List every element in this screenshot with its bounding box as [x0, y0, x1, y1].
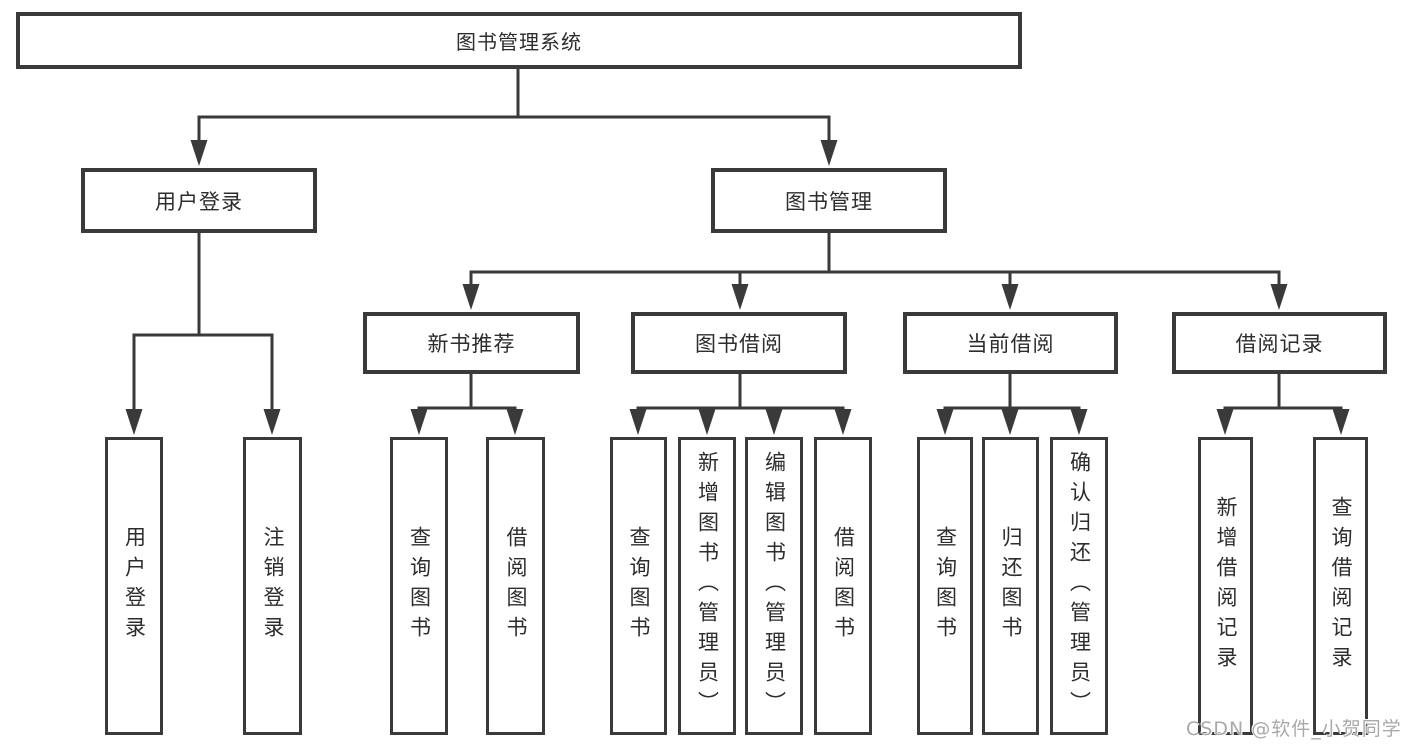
node-book-management-branch: 图书管理 — [711, 168, 947, 233]
leaf-label: 借阅图书 — [504, 526, 528, 646]
leaf-add-books-admin: 新增图书（管理员） — [678, 437, 736, 735]
leaf-edit-books-admin: 编辑图书（管理员） — [745, 437, 803, 735]
leaf-label: 用户登录 — [122, 526, 147, 646]
node-label: 图书借阅 — [695, 332, 783, 356]
leaf-query-borrow-record: 查询借阅记录 — [1313, 437, 1368, 735]
leaf-label: 新增借阅记录 — [1214, 496, 1238, 676]
leaf-add-borrow-record: 新增借阅记录 — [1198, 437, 1253, 735]
leaf-label: 注销登录 — [261, 526, 285, 646]
leaf-query-books-current: 查询图书 — [917, 437, 973, 735]
node-label: 图书管理系统 — [456, 30, 582, 54]
leaf-return-books: 归还图书 — [982, 437, 1039, 735]
leaf-borrow-books-recommend: 借阅图书 — [486, 437, 545, 735]
leaf-label: 新增图书（管理员） — [695, 451, 720, 721]
node-label: 借阅记录 — [1235, 332, 1324, 356]
leaf-borrow-books-borrowing: 借阅图书 — [814, 437, 872, 735]
node-label: 新书推荐 — [427, 332, 516, 356]
leaf-label: 查询借阅记录 — [1329, 496, 1353, 676]
node-label: 用户登录 — [155, 189, 243, 214]
leaf-label: 借阅图书 — [831, 526, 856, 646]
node-current-borrowing: 当前借阅 — [903, 312, 1118, 374]
leaf-label: 查询图书 — [407, 526, 432, 646]
leaf-query-books-recommend: 查询图书 — [390, 437, 448, 735]
node-book-borrowing: 图书借阅 — [631, 312, 847, 374]
csdn-watermark: CSDN @软件_小贺同学 — [1186, 718, 1402, 740]
leaf-confirm-return-admin: 确认归还（管理员） — [1050, 437, 1108, 735]
leaf-user-login: 用户登录 — [105, 437, 163, 735]
node-label: 当前借阅 — [966, 332, 1055, 356]
node-label: 图书管理 — [785, 189, 873, 214]
leaf-label: 查询图书 — [627, 526, 651, 646]
leaf-logout: 注销登录 — [243, 437, 302, 735]
node-new-book-recommendation: 新书推荐 — [363, 312, 580, 374]
node-borrowing-records: 借阅记录 — [1172, 312, 1387, 374]
leaf-label: 归还图书 — [999, 526, 1023, 646]
leaf-label: 查询图书 — [933, 526, 958, 646]
node-library-management-system: 图书管理系统 — [16, 12, 1022, 69]
leaf-query-books-borrowing: 查询图书 — [610, 437, 667, 735]
leaf-label: 编辑图书（管理员） — [762, 451, 787, 721]
node-user-login-branch: 用户登录 — [81, 168, 317, 233]
leaf-label: 确认归还（管理员） — [1067, 451, 1092, 721]
